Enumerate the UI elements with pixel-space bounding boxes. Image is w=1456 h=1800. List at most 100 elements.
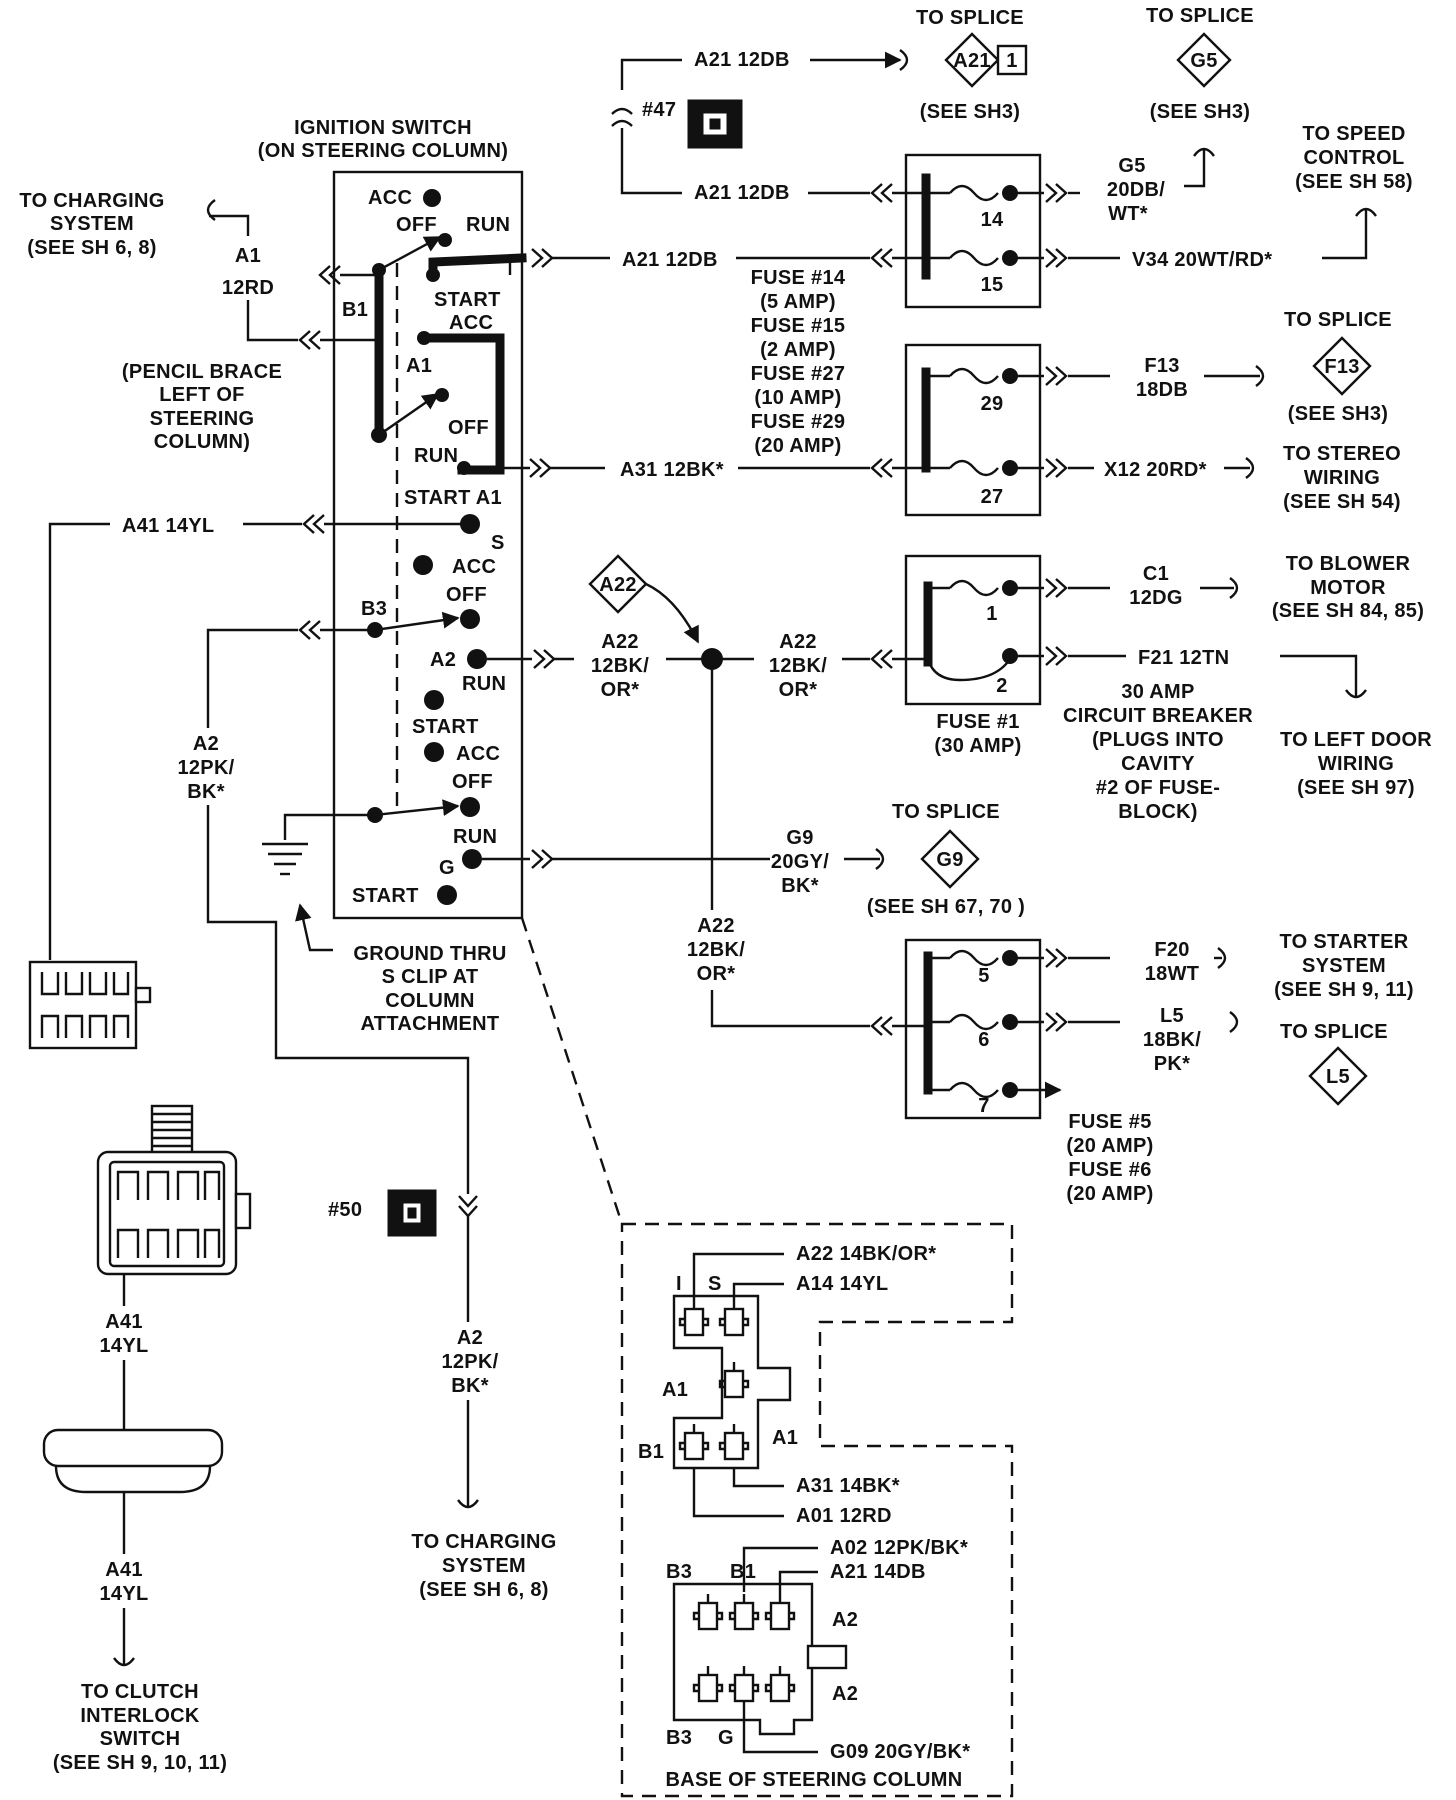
- fuse-note-6: (10 AMP): [754, 387, 841, 409]
- left-door-label-2: WIRING: [1318, 753, 1394, 775]
- base-a22-label: A22 14BK/OR*: [796, 1243, 936, 1265]
- fuse-15-number: 15: [981, 274, 1004, 296]
- splice-f13-diamond-label: F13: [1324, 356, 1359, 378]
- clutch-label-2: INTERLOCK: [80, 1705, 200, 1727]
- g5-label-2: 20DB/: [1107, 179, 1165, 201]
- base-a01-label: A01 12RD: [796, 1505, 892, 1527]
- a2-label-2: 12PK/: [177, 757, 234, 779]
- fuse-29-number: 29: [981, 393, 1004, 415]
- clutch-label-1: TO CLUTCH: [81, 1681, 199, 1703]
- blower-label-1: TO BLOWER: [1286, 553, 1411, 575]
- sw3-acc-label: ACC: [452, 556, 496, 578]
- splice-f13-ref: (SEE SH3): [1288, 403, 1389, 425]
- base-g-label: G: [718, 1727, 734, 1749]
- g5-label-1: G5: [1118, 155, 1145, 177]
- fuse-note-2: (5 AMP): [760, 291, 836, 313]
- pencil-brace-label-2: LEFT OF: [159, 384, 244, 406]
- f20-label-1: F20: [1154, 939, 1189, 961]
- a21-switch-label: A21 12DB: [622, 249, 718, 271]
- splice-l5: [1308, 1046, 1368, 1106]
- fuse-block-29-27: [904, 343, 1042, 517]
- ignition-switch-title: IGNITION SWITCH: [294, 117, 472, 139]
- ignition-switch: IGNITION SWITCH (ON STEERING COLUMN) ACC…: [258, 117, 527, 920]
- f13-label-1: F13: [1144, 355, 1179, 377]
- a22-left-label-3: OR*: [601, 679, 640, 701]
- a21-mid-label: A21 12DB: [694, 182, 790, 204]
- sw4-start-label: START: [412, 716, 479, 738]
- sw2-contact-bar: [419, 333, 505, 475]
- fuse-5-6-note-4: (20 AMP): [1066, 1183, 1153, 1205]
- sw1-run-label: RUN: [466, 214, 510, 236]
- blower-label-2: MOTOR: [1310, 577, 1386, 599]
- fuse-5-number: 5: [978, 965, 989, 987]
- fuse-1-note-2: (30 AMP): [934, 735, 1021, 757]
- base-of-steering-column: A22 14BK/OR* I S A14 14YL A1 B1 A1 A31 1…: [620, 1222, 1014, 1798]
- speed-control-label-3: (SEE SH 58): [1295, 171, 1413, 193]
- fuse-note-8: (20 AMP): [754, 435, 841, 457]
- pedal-pad: [42, 1428, 224, 1494]
- splice-g5-title: TO SPLICE: [1146, 5, 1254, 27]
- a22-vertical-label-1: A22: [697, 915, 735, 937]
- stereo-label-2: WIRING: [1304, 467, 1380, 489]
- fuse-note-1: FUSE #14: [751, 267, 846, 289]
- fuse-2-number: 2: [996, 675, 1007, 697]
- base-a2-bottom-label: A2: [832, 1683, 858, 1705]
- cb-label-2: CIRCUIT BREAKER: [1063, 705, 1253, 727]
- splice-l5-diamond-label: L5: [1326, 1066, 1350, 1088]
- ground-symbol: [262, 842, 308, 876]
- sw5-g-label: G: [439, 857, 455, 879]
- fuse-block-14-15: [904, 153, 1042, 309]
- a2-bottom-label-3: BK*: [451, 1375, 489, 1397]
- sw2-acc-label: ACC: [449, 312, 493, 334]
- a2-label-3: BK*: [187, 781, 225, 803]
- fuse-14-number: 14: [981, 209, 1004, 231]
- a1-12rd-label-2: 12RD: [222, 277, 274, 299]
- sw4-a2-label: A2: [430, 649, 456, 671]
- cb-label-1: 30 AMP: [1121, 681, 1194, 703]
- starter-label-3: (SEE SH 9, 11): [1274, 979, 1414, 1001]
- base-a1-left-label: A1: [662, 1379, 688, 1401]
- charging-bottom-label-3: (SEE SH 6, 8): [419, 1579, 549, 1601]
- fuse-1-group: A22 A22 12BK/ OR* A22 12BK/ OR* 1 2 FUSE…: [487, 553, 1432, 823]
- cb-label-4: CAVITY: [1121, 753, 1195, 775]
- fuse-note-4: (2 AMP): [760, 339, 836, 361]
- sw1-contact-arm: [378, 235, 442, 272]
- stereo-label-3: (SEE SH 54): [1283, 491, 1401, 513]
- ground-label-2: S CLIP AT: [382, 966, 479, 988]
- sw1-off-label: OFF: [396, 214, 437, 236]
- clutch-label-3: SWITCH: [100, 1728, 181, 1750]
- b3-label: B3: [361, 598, 387, 620]
- splice-g5: [1176, 32, 1232, 88]
- speed-control-label-1: TO SPEED: [1302, 123, 1405, 145]
- a22-right-label-3: OR*: [779, 679, 818, 701]
- a41-label-2: 14YL: [99, 1335, 148, 1357]
- l5-label-2: 18BK/: [1143, 1029, 1201, 1051]
- fuse-note-3: FUSE #15: [751, 315, 846, 337]
- sw1-acc-terminal: [423, 189, 441, 207]
- sw2-start-a1-label: START A1: [404, 487, 502, 509]
- a22-right-label-1: A22: [779, 631, 817, 653]
- left-door-label-3: (SEE SH 97): [1297, 777, 1415, 799]
- sw1-off-terminal: [438, 233, 452, 247]
- cb-label-3: (PLUGS INTO: [1092, 729, 1224, 751]
- base-b3-top-label: B3: [666, 1561, 692, 1583]
- l5-label-1: L5: [1160, 1005, 1184, 1027]
- a22-left-label-2: 12BK/: [591, 655, 649, 677]
- circuit-breaker-symbol: [926, 658, 1011, 682]
- splice-a21: A21 1: [944, 32, 1028, 88]
- base-title: BASE OF STEERING COLUMN: [666, 1769, 963, 1791]
- sw1-run-contact: [428, 253, 527, 280]
- splice-g9-title: TO SPLICE: [892, 801, 1000, 823]
- a41-14yl-label: A41 14YL: [122, 515, 214, 537]
- cb-label-5: #2 OF FUSE-: [1096, 777, 1220, 799]
- splice-a21-ref: (SEE SH3): [920, 101, 1021, 123]
- charging-bottom-label-1: TO CHARGING: [411, 1531, 556, 1553]
- splice-f13-title: TO SPLICE: [1284, 309, 1392, 331]
- clutch-interlock-switch: [96, 1104, 252, 1276]
- a1-12rd-label-1: A1: [235, 245, 261, 267]
- f21-label: F21 12TN: [1138, 647, 1229, 669]
- c1-label-1: C1: [1143, 563, 1169, 585]
- fuse-note-7: FUSE #29: [751, 411, 846, 433]
- v34-label: V34 20WT/RD*: [1132, 249, 1272, 271]
- speed-control-label-2: CONTROL: [1304, 147, 1405, 169]
